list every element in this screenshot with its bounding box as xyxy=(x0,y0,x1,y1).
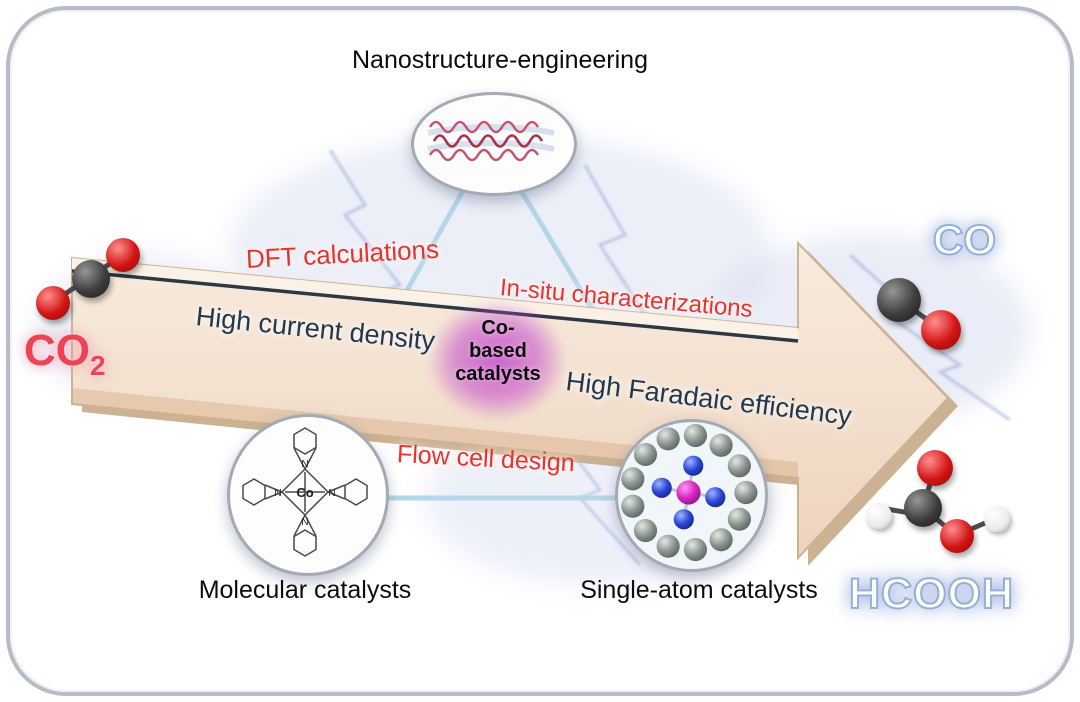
carbon-ring-atoms xyxy=(621,423,758,562)
oxygen-atom xyxy=(921,310,961,350)
hydrogen-atom xyxy=(866,503,892,529)
nitrogen-label: N xyxy=(274,488,281,499)
hydrogen-atom xyxy=(984,506,1010,532)
co-molecule xyxy=(865,270,985,365)
co-based-catalysts-label: Co- based catalysts xyxy=(441,317,555,386)
co-based-line1: Co- xyxy=(481,317,515,339)
co2-formula: CO xyxy=(24,326,90,375)
nanostructure-node xyxy=(411,92,577,196)
carbon-atom xyxy=(904,489,942,527)
nitrogen-label: N xyxy=(301,459,308,470)
oxygen-atom xyxy=(940,519,974,553)
label-single-atom-catalysts: Single-atom catalysts xyxy=(580,576,818,604)
metal-single-atom xyxy=(676,480,701,505)
carbon-atom xyxy=(72,260,110,298)
carbon-atom xyxy=(877,278,921,322)
co2-subscript: 2 xyxy=(90,349,106,381)
title-nanostructure-engineering: Nanostructure-engineering xyxy=(351,46,648,74)
oxygen-atom xyxy=(917,450,953,486)
phthalocyanine-icon: Co N N N N xyxy=(242,427,368,557)
label-hcooh: HCOOH xyxy=(848,569,1015,619)
cobalt-center-label: Co xyxy=(296,485,313,500)
hcooh-molecule xyxy=(855,450,1020,570)
label-co: CO xyxy=(932,215,997,264)
label-molecular-catalysts: Molecular catalysts xyxy=(198,576,412,604)
co-based-line2: based xyxy=(469,340,527,362)
single-atom-catalyst-node xyxy=(615,419,768,572)
nitrogen-label: N xyxy=(301,517,308,528)
label-co2: CO2 xyxy=(24,326,106,382)
co-based-line3: catalysts xyxy=(455,363,541,385)
oxygen-atom xyxy=(36,286,70,320)
arrow-bottom-shade xyxy=(72,388,798,478)
nitrogen-atoms xyxy=(651,455,726,530)
nitrogen-label: N xyxy=(328,488,335,499)
oxygen-atom xyxy=(106,238,140,272)
single-atom-icon xyxy=(621,423,758,562)
co2-molecule xyxy=(20,230,160,340)
co-based-highlight-blob xyxy=(403,278,591,442)
nanowire-icon xyxy=(427,120,555,162)
molecular-catalyst-node: Co N N N N xyxy=(227,414,389,576)
